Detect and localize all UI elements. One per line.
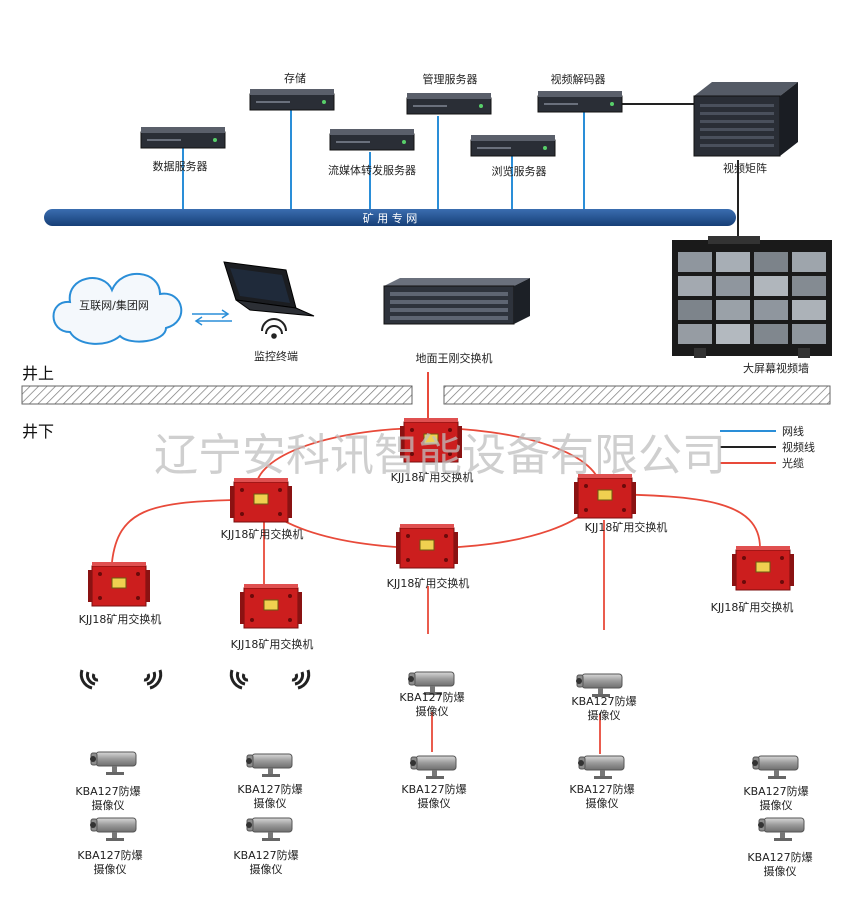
camera-label-line1: KBA127防爆	[747, 850, 812, 864]
laptop-icon	[223, 261, 315, 317]
camera-label-line2: 摄像仪	[92, 798, 125, 812]
wireless-waves-icon	[229, 668, 311, 690]
camera-label-line2: 摄像仪	[416, 704, 449, 718]
underground-level-label: 井下	[22, 422, 54, 441]
backbone-drops	[182, 110, 585, 210]
camera-label-line2: 摄像仪	[760, 798, 793, 812]
management-server-label: 管理服务器	[423, 72, 478, 86]
camera-label-line1: KBA127防爆	[399, 690, 464, 704]
surface-level-label: 井上	[22, 364, 54, 383]
camera-label-line2: 摄像仪	[418, 796, 451, 810]
mine-switch-far-right-icon	[731, 545, 795, 591]
backbone-label: 矿 用 专 网	[363, 211, 418, 225]
wireless-waves-icon	[79, 668, 163, 690]
mine-switch-lower-left-label: KJJ18矿用交换机	[231, 637, 314, 651]
mine-switch-far-left-label: KJJ18矿用交换机	[79, 612, 162, 626]
legend-label-video: 视频线	[782, 440, 815, 454]
legend-label-fiber: 光缆	[782, 456, 804, 470]
data-server-icon	[140, 126, 226, 149]
camera-label-line1: KBA127防爆	[743, 784, 808, 798]
camera-label-line1: KBA127防爆	[571, 694, 636, 708]
camera-icon	[751, 755, 799, 780]
bidirectional-arrow-icon	[192, 309, 232, 326]
video-matrix-label: 视频矩阵	[723, 161, 767, 175]
mine-switch-left-icon	[229, 477, 293, 523]
backbone-bus	[44, 209, 736, 226]
camera-label-line2: 摄像仪	[94, 862, 127, 876]
video-matrix-icon	[693, 82, 798, 157]
management-server-icon	[406, 92, 492, 115]
camera-label-line1: KBA127防爆	[569, 782, 634, 796]
core-switch-icon	[383, 278, 530, 325]
mine-switch-far-right-label: KJJ18矿用交换机	[711, 600, 794, 614]
video-wall-label: 大屏幕视频墙	[743, 361, 809, 375]
streaming-server-label: 流媒体转发服务器	[328, 163, 416, 177]
core-switch-label: 地面王刚交换机	[416, 351, 493, 365]
camera-label-line1: KBA127防爆	[237, 782, 302, 796]
video-decoder-label: 视频解码器	[551, 72, 606, 86]
camera-icon	[89, 817, 137, 842]
mine-switch-far-left-icon	[87, 561, 151, 607]
camera-label-line1: KBA127防爆	[75, 784, 140, 798]
camera-label-line2: 摄像仪	[588, 708, 621, 722]
mine-switch-center-icon	[395, 523, 459, 569]
camera-icon	[89, 751, 137, 776]
storage-icon	[249, 88, 335, 111]
company-watermark: 辽宁安科讯智能设备有限公司	[154, 430, 726, 481]
camera-icon	[245, 753, 293, 778]
camera-icon	[245, 817, 293, 842]
browse-server-icon	[470, 134, 556, 157]
camera-label-line2: 摄像仪	[250, 862, 283, 876]
camera-label-line2: 摄像仪	[254, 796, 287, 810]
streaming-server-icon	[329, 128, 415, 151]
cloud-icon	[52, 273, 183, 345]
mine-switch-center-label: KJJ18矿用交换机	[387, 576, 470, 590]
monitor-terminal-label: 监控终端	[254, 349, 298, 363]
ground-right	[443, 385, 831, 405]
wireless-signal-icon	[261, 318, 287, 339]
camera-label-line1: KBA127防爆	[401, 782, 466, 796]
camera-label-line1: KBA127防爆	[77, 848, 142, 862]
mine-switch-left-label: KJJ18矿用交换机	[221, 527, 304, 541]
mine-switch-right-label: KJJ18矿用交换机	[585, 520, 668, 534]
legend-label-ethernet: 网线	[782, 424, 804, 438]
browse-server-label: 浏览服务器	[492, 164, 547, 178]
camera-icon	[577, 755, 625, 780]
camera-icon	[757, 817, 805, 842]
data-server-label: 数据服务器	[153, 159, 208, 173]
mine-switch-lower-left-icon	[239, 583, 303, 629]
ground-left	[21, 385, 413, 405]
camera-label-line2: 摄像仪	[764, 864, 797, 878]
camera-label-line2: 摄像仪	[586, 796, 619, 810]
internet-label: 互联网/集团网	[79, 298, 149, 312]
video-decoder-icon	[537, 90, 623, 113]
video-wall-icon	[672, 236, 832, 358]
legend: 网线 视频线 光缆	[720, 424, 815, 470]
camera-icon	[409, 755, 457, 780]
storage-label: 存储	[284, 71, 306, 85]
camera-label-line1: KBA127防爆	[233, 848, 298, 862]
mine-switch-top-label: KJJ18矿用交换机	[391, 470, 474, 484]
camera-icon	[575, 673, 623, 698]
